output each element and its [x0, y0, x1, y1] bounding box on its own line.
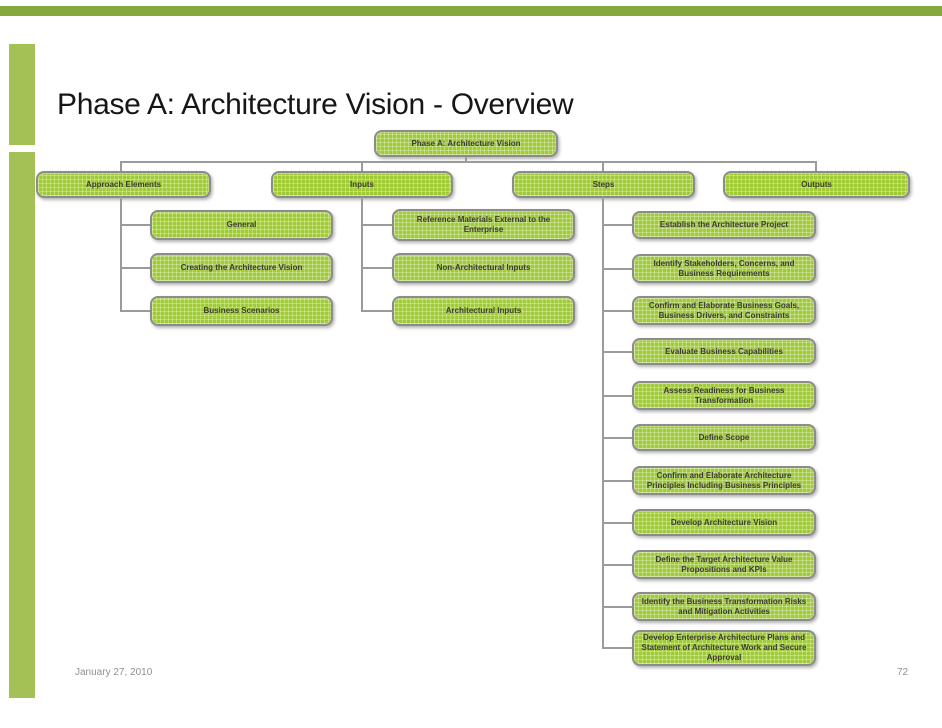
node-establish-the-architecture-project: Establish the Architecture Project: [632, 211, 816, 239]
connector-line: [602, 161, 604, 173]
connector-line: [361, 310, 392, 312]
connector-line: [361, 224, 392, 226]
connector-line: [602, 197, 604, 649]
connector-line: [361, 267, 392, 269]
node-outputs: Outputs: [723, 171, 910, 198]
connector-line: [120, 267, 150, 269]
node-inputs: Inputs: [271, 171, 453, 198]
node-general: General: [150, 210, 333, 240]
node-identify-the-business-transformation-risks-and-m: Identify the Business Transformation Ris…: [632, 592, 816, 621]
node-non-architectural-inputs: Non-Architectural Inputs: [392, 253, 575, 283]
node-business-scenarios: Business Scenarios: [150, 296, 333, 326]
connector-line: [602, 564, 632, 566]
connector-line: [602, 310, 632, 312]
node-steps: Steps: [512, 171, 695, 198]
connector-line: [602, 647, 632, 649]
node-develop-enterprise-architecture-plans-and-statem: Develop Enterprise Architecture Plans an…: [632, 630, 816, 666]
connector-line: [361, 161, 363, 173]
node-approach-elements: Approach Elements: [36, 171, 211, 198]
node-assess-readiness-for-business-transformation: Assess Readiness for Business Transforma…: [632, 381, 816, 410]
connector-line: [120, 197, 122, 312]
connector-line: [120, 161, 122, 173]
connector-line: [815, 161, 817, 173]
connector-line: [120, 224, 150, 226]
node-develop-architecture-vision: Develop Architecture Vision: [632, 509, 816, 536]
connector-line: [120, 161, 817, 163]
node-architectural-inputs: Architectural Inputs: [392, 296, 575, 326]
node-creating-the-architecture-vision: Creating the Architecture Vision: [150, 253, 333, 283]
left-accent-bar-lower: [9, 152, 35, 698]
top-accent-bar: [0, 6, 942, 16]
connector-line: [602, 480, 632, 482]
node-confirm-and-elaborate-business-goals-business-dr: Confirm and Elaborate Business Goals, Bu…: [632, 296, 816, 325]
page-number: 72: [897, 667, 909, 678]
connector-line: [120, 310, 150, 312]
connector-line: [602, 268, 632, 270]
connector-line: [602, 437, 632, 439]
slide-title: Phase A: Architecture Vision - Overview: [57, 88, 574, 121]
node-identify-stakeholders-concerns-and-business-requ: Identify Stakeholders, Concerns, and Bus…: [632, 254, 816, 283]
node-confirm-and-elaborate-architecture-principles-in: Confirm and Elaborate Architecture Princ…: [632, 466, 816, 495]
connector-line: [602, 522, 632, 524]
connector-line: [602, 395, 632, 397]
node-evaluate-business-capabilities: Evaluate Business Capabilities: [632, 338, 816, 365]
left-accent-bar-upper: [9, 44, 35, 145]
connector-line: [465, 157, 467, 163]
connector-line: [602, 351, 632, 353]
footer-date: January 27, 2010: [75, 667, 153, 678]
node-define-scope: Define Scope: [632, 424, 816, 451]
node-reference-materials-external-to-the-enterprise: Reference Materials External to the Ente…: [392, 209, 575, 241]
node-phase-a-architecture-vision: Phase A: Architecture Vision: [374, 130, 558, 157]
connector-line: [361, 197, 363, 312]
node-define-the-target-architecture-value-proposition: Define the Target Architecture Value Pro…: [632, 550, 816, 579]
connector-line: [602, 606, 632, 608]
connector-line: [602, 224, 632, 226]
